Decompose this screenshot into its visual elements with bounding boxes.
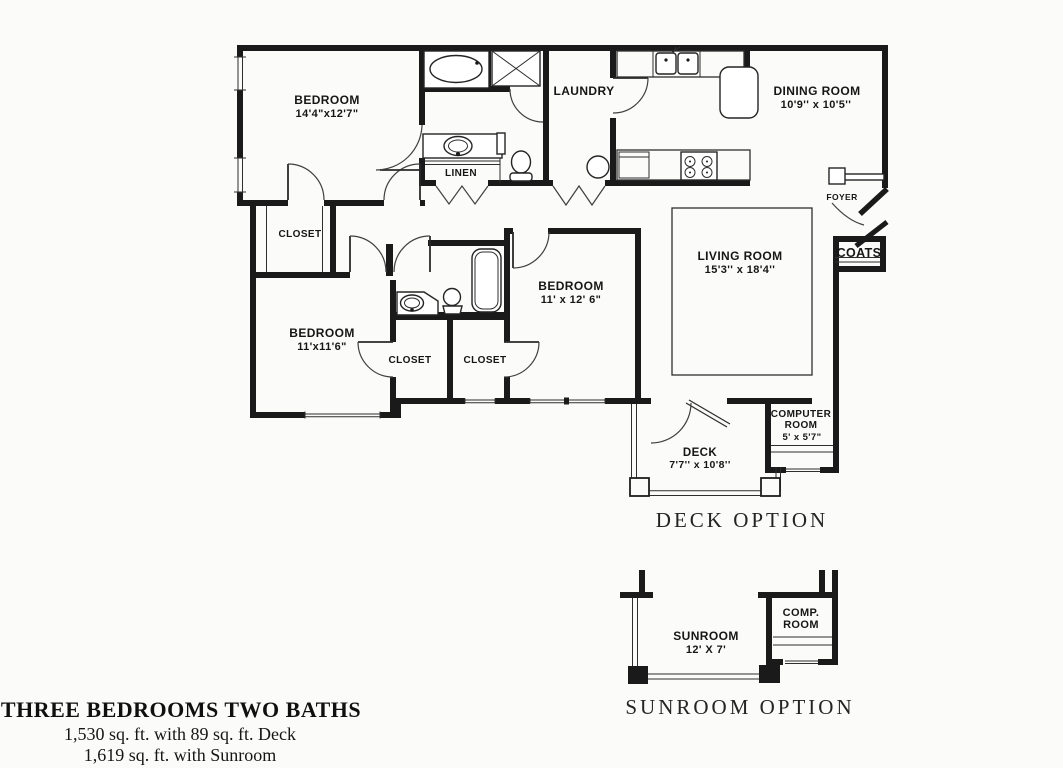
dining-room-dims: 10'9'' x 10'5'' — [781, 99, 852, 111]
deck-post-left — [629, 477, 650, 497]
shower-door — [509, 88, 544, 123]
closet-right-label: CLOSET — [464, 355, 507, 366]
toilet-bath2 — [442, 287, 463, 315]
washer — [586, 155, 610, 179]
sunroom-post-left — [628, 666, 648, 684]
bedroom3-window — [464, 398, 496, 404]
kitchen-sink — [655, 46, 699, 75]
bedroom1-window-lower — [233, 157, 246, 193]
sunroom-option-caption: SUNROOM OPTION — [625, 695, 854, 719]
entry-door-arc — [831, 202, 865, 226]
bedroom1-bath-door — [375, 124, 423, 171]
computer-room-dims: 5' x 5'7" — [782, 432, 821, 443]
bedroom1-dims: 14'4"x12'7" — [296, 108, 359, 120]
bedroom2-door — [349, 235, 387, 273]
deck-label: DECK — [683, 447, 717, 459]
comp-room-window — [785, 660, 818, 664]
living-room-window — [529, 397, 606, 405]
bedroom3-label: BEDROOM — [538, 279, 603, 293]
detail-lines — [266, 158, 880, 453]
linen-label: LINEN — [445, 168, 477, 179]
living-room-dims: 15'3'' x 18'4'' — [705, 264, 776, 276]
plan-area-deck: 1,530 sq. ft. with 89 sq. ft. Deck — [64, 724, 296, 744]
dining-room-label: DINING ROOM — [773, 84, 860, 98]
bedroom2-window — [304, 411, 381, 419]
closet-left-label: CLOSET — [389, 355, 432, 366]
bedroom3-dims: 11' x 12' 6" — [541, 294, 602, 306]
laundry-kitchen-door — [612, 77, 649, 114]
deck-post-right — [760, 477, 781, 497]
bedroom1-window-upper — [233, 56, 246, 91]
comp-room-label-2: ROOM — [783, 619, 819, 631]
bathtub-bath2 — [471, 248, 502, 313]
kitchen-counter-top — [616, 50, 745, 78]
shower-stall — [491, 50, 541, 87]
coats-label: COATS — [837, 246, 882, 260]
bedroom2-dims: 11'x11'6" — [297, 341, 347, 353]
walls — [237, 45, 889, 473]
refrigerator — [719, 66, 759, 119]
closet-master-label: CLOSET — [279, 229, 322, 240]
doors — [287, 77, 865, 444]
laundry-bifold-door — [552, 184, 606, 207]
closet-left-door — [357, 341, 394, 378]
comp-room-label-1: COMP. — [783, 607, 820, 619]
computer-room-label-1: COMPUTER — [771, 409, 832, 420]
plan-area-sunroom: 1,619 sq. ft. with Sunroom — [84, 745, 277, 765]
bath2-door — [393, 235, 431, 273]
vanity-sink-bath2 — [396, 291, 439, 316]
bedroom2-label: BEDROOM — [289, 326, 354, 340]
bath1-bifold-door — [435, 184, 489, 206]
living-room-outline — [671, 207, 813, 376]
deck-option-caption: DECK OPTION — [656, 508, 828, 532]
bathtub-master — [423, 50, 490, 89]
deck-dims: 7'7'' x 10'8'' — [669, 459, 730, 471]
captions: DECK OPTION SUNROOM OPTION — [625, 508, 854, 719]
sunroom-option-structure — [620, 570, 838, 684]
foyer-railing — [828, 167, 885, 185]
bedroom3-door — [512, 231, 550, 269]
stove — [680, 151, 718, 181]
deck-structure — [629, 404, 781, 497]
windows — [233, 56, 820, 472]
computer-room-window — [786, 468, 820, 472]
deck-french-door — [650, 399, 731, 444]
closet-right-door — [503, 341, 540, 378]
fixtures — [396, 46, 885, 316]
computer-room-label-2: ROOM — [785, 420, 818, 431]
sunroom-dims: 12' X 7' — [686, 644, 726, 656]
laundry-label: LAUNDRY — [553, 84, 614, 98]
vanity-sink-master — [422, 132, 506, 159]
toilet-master — [509, 150, 533, 182]
room-labels: BEDROOM 14'4"x12'7" BEDROOM 11'x11'6" BE… — [279, 84, 882, 656]
living-room-label: LIVING ROOM — [697, 249, 782, 263]
foyer-label: FOYER — [826, 192, 857, 202]
sunroom-post-right — [759, 665, 780, 683]
sunroom-label: SUNROOM — [673, 629, 738, 643]
plan-title: THREE BEDROOMS TWO BATHS — [1, 697, 361, 722]
bedroom1-hall-door — [383, 163, 421, 201]
closet-master-door — [287, 163, 325, 201]
title-block: THREE BEDROOMS TWO BATHS 1,530 sq. ft. w… — [1, 697, 361, 765]
bedroom1-label: BEDROOM — [294, 93, 359, 107]
